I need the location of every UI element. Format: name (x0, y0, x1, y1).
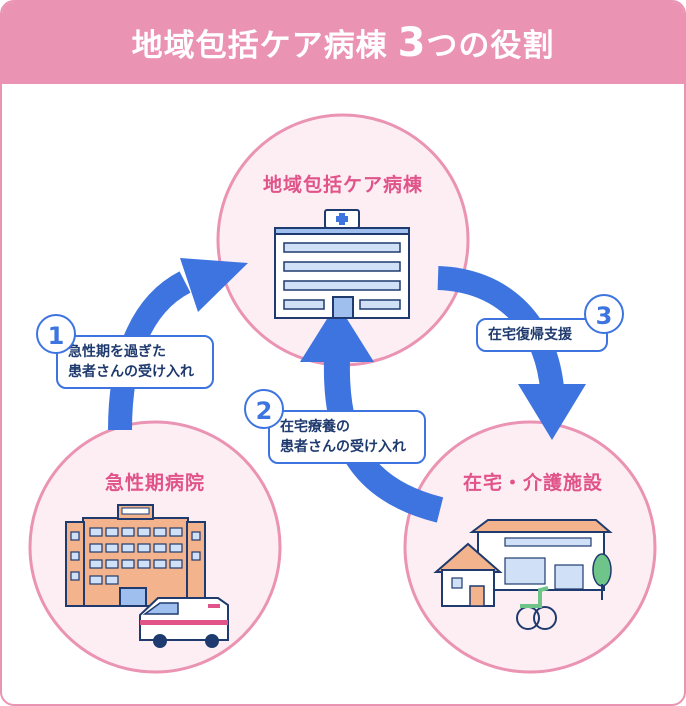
ambulance-icon (139, 597, 229, 648)
step-3-box: 在宅復帰支援 (476, 318, 608, 352)
care-facility-icon (433, 519, 613, 630)
step-2-line1: 在宅療養の (280, 419, 350, 435)
step-3-line1: 在宅復帰支援 (488, 327, 572, 343)
step-1-line1: 急性期を過ぎた (68, 344, 166, 360)
ward-building-icon (274, 209, 410, 319)
title-main: 地域包括ケア病棟 (131, 28, 388, 64)
step-3-badge: 3 (584, 294, 624, 334)
step-1-box: 急性期を過ぎた 患者さんの受け入れ (56, 335, 214, 389)
step-1-line2: 患者さんの受け入れ (68, 364, 194, 380)
hospital-building-icon (65, 504, 206, 607)
ward-label: 地域包括ケア病棟 (262, 174, 423, 196)
arrow-3-head (518, 384, 586, 440)
title-suffix: つの役割 (426, 28, 555, 64)
arrow-1-head (180, 258, 248, 312)
title-count: 3 (397, 20, 427, 66)
header-bar (2, 2, 684, 84)
step-2-box: 在宅療養の 患者さんの受け入れ (268, 410, 426, 464)
acute-label: 急性期病院 (104, 472, 205, 494)
arrow-3-shaft (437, 266, 564, 390)
step-2-badge: 2 (244, 389, 284, 429)
home-label: 在宅・介護施設 (462, 472, 603, 494)
arrow-2-head (300, 303, 374, 362)
step-1-badge: 1 (36, 314, 76, 354)
step-2-line2: 患者さんの受け入れ (280, 439, 406, 455)
